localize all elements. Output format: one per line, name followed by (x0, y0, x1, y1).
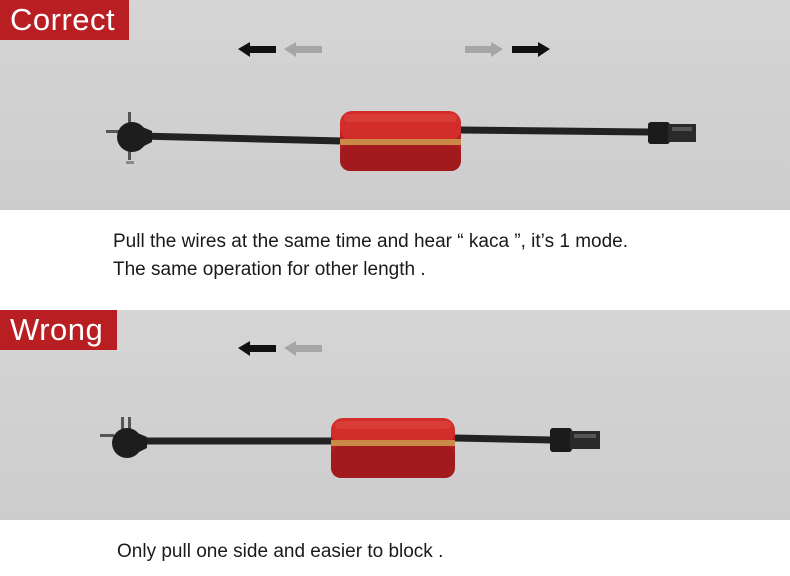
wrong-label: Wrong (0, 310, 118, 350)
wrong-illustration (100, 341, 600, 478)
correct-panel: Correct (0, 0, 790, 210)
usb-plug-icon (550, 428, 600, 452)
arrow-left-icon (238, 42, 276, 57)
correct-label: Correct (0, 0, 130, 40)
correct-caption: Pull the wires at the same time and hear… (113, 228, 628, 284)
cable (135, 434, 553, 445)
arrow-left-icon (284, 42, 322, 57)
lightning-connector-icon (106, 112, 152, 164)
lightning-connector-icon (100, 417, 147, 458)
retractable-reel (331, 418, 455, 478)
arrow-right-icon (465, 42, 503, 57)
correct-caption-line-2: The same operation for other length . (113, 259, 426, 280)
correct-illustration (106, 42, 696, 171)
arrow-right-icon (512, 42, 550, 57)
correct-caption-line-1: Pull the wires at the same time and hear… (113, 231, 628, 252)
arrow-left-icon (284, 341, 322, 356)
retractable-reel (340, 111, 461, 171)
cable (139, 126, 651, 145)
arrow-left-icon (238, 341, 276, 356)
usb-plug-icon (648, 122, 696, 144)
wrong-caption: Only pull one side and easier to block . (117, 541, 444, 562)
wrong-panel: Wrong (0, 310, 790, 520)
